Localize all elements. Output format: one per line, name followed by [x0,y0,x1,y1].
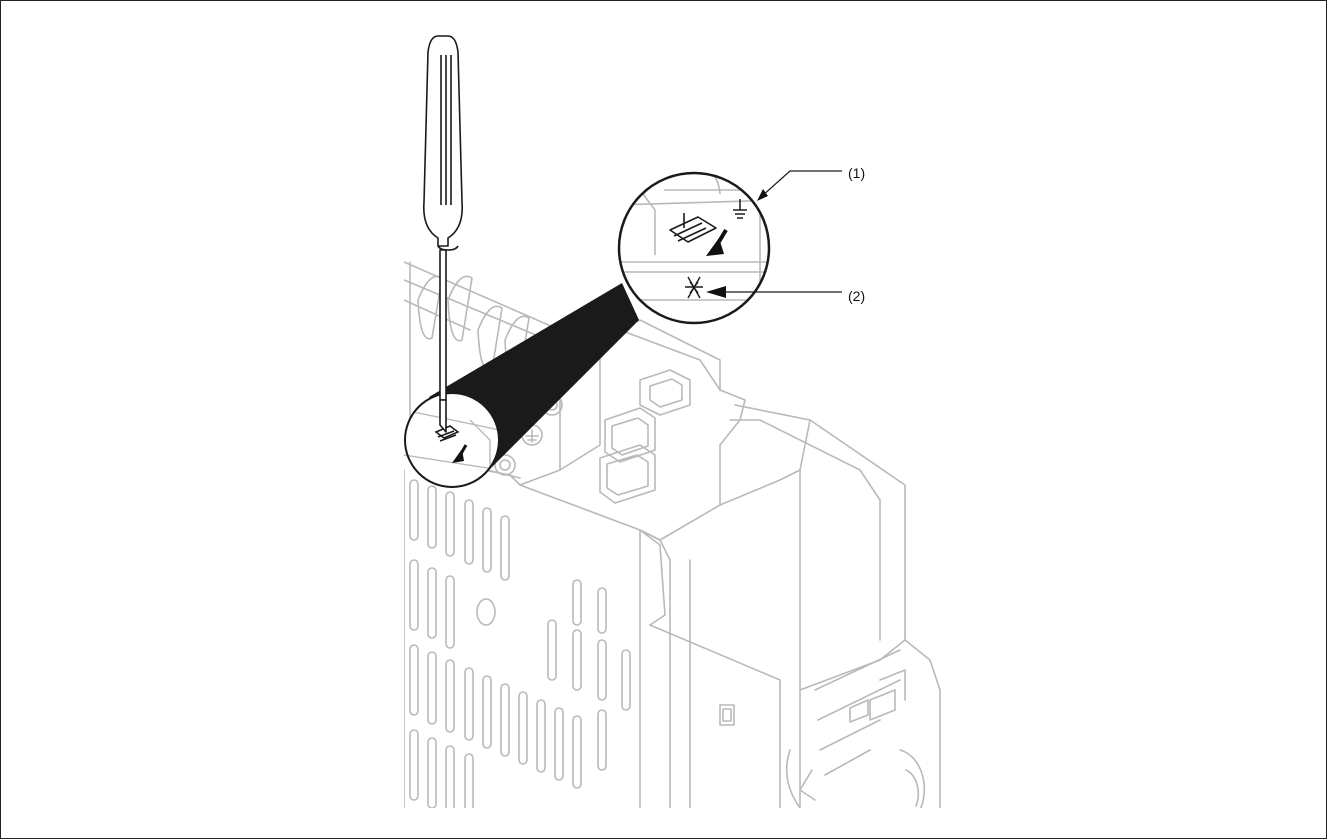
callout-leader-2 [706,286,842,298]
screwdriver [422,35,464,433]
callout-leader-1 [757,170,842,201]
callout-label-1: (1) [848,165,866,181]
emc-filter-disconnect-icon [685,276,703,299]
detail-circle-zoom [617,171,771,325]
callout-label-2: (2) [848,288,866,304]
protective-earth-ground-icon [733,199,747,219]
drive-housing [404,261,941,808]
